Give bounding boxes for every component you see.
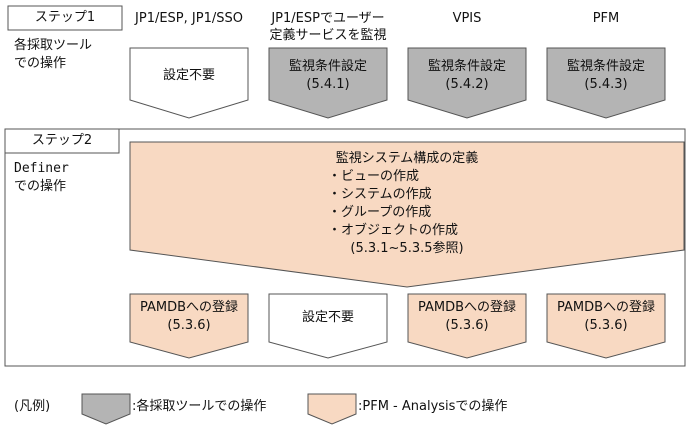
step1-label: ステップ1 xyxy=(34,10,96,25)
legend-collector-label: :各採取ツールでの操作 xyxy=(132,399,267,414)
definition-item-group: ・グループの作成 xyxy=(328,205,432,220)
step2-definition-box xyxy=(129,141,685,288)
step1-desc-line2: での操作 xyxy=(14,56,67,71)
step2-box-jp1esp-sso xyxy=(129,293,249,359)
step2-box-ref-vpis: (5.3.6) xyxy=(445,318,489,333)
legend-title: (凡例) xyxy=(14,399,51,414)
definition-title: 監視システム構成の定義 xyxy=(335,151,479,166)
step1-header-jp1esp-sso: JP1/ESP, JP1/SSO xyxy=(135,11,243,26)
step2-box-ref-jp1esp-sso: (5.3.6) xyxy=(167,318,211,333)
step2-frame xyxy=(4,128,686,367)
step1-desc-line1: 各採取ツール xyxy=(14,38,93,53)
step1-box-ref-user-service: (5.4.1) xyxy=(306,77,350,92)
legend-analysis-label: :PFM - Analysisでの操作 xyxy=(358,399,508,414)
step1-label-box xyxy=(7,5,123,31)
step1-header-pfm: PFM xyxy=(592,11,620,26)
step2-label: ステップ2 xyxy=(31,133,93,148)
step2-box-pfm xyxy=(546,293,666,359)
legend-analysis-swatch xyxy=(307,393,357,425)
step2-box-vpis xyxy=(407,293,527,359)
step2-box-text-jp1esp-sso: PAMDBへの登録 xyxy=(139,300,239,315)
step1-box-vpis xyxy=(407,47,527,119)
definition-ref: (5.3.1~5.3.5参照) xyxy=(350,241,464,256)
step1-box-user-service xyxy=(268,47,388,119)
step1-box-text-jp1esp-sso: 設定不要 xyxy=(162,68,215,83)
step1-box-jp1esp-sso xyxy=(129,47,249,119)
step2-box-user-service xyxy=(268,293,388,359)
step2-desc-line2: での操作 xyxy=(14,179,67,194)
definition-item-object: ・オブジェクトの作成 xyxy=(328,223,459,238)
step1-box-text-user-service: 監視条件設定 xyxy=(288,59,367,74)
step2-box-text-pfm: PAMDBへの登録 xyxy=(556,300,656,315)
legend-collector-swatch xyxy=(81,393,131,425)
step2-label-box xyxy=(4,128,120,154)
step2-desc-line1: Definer xyxy=(14,161,69,176)
step1-header-user-service-line1: JP1/ESPでユーザー xyxy=(271,11,385,26)
definition-item-view: ・ビューの作成 xyxy=(328,169,420,184)
step1-box-text-pfm: 監視条件設定 xyxy=(566,59,645,74)
step1-header-user-service-line2: 定義サービスを監視 xyxy=(269,28,387,43)
step2-box-text-vpis: PAMDBへの登録 xyxy=(417,300,517,315)
step1-box-pfm xyxy=(546,47,666,119)
step1-box-ref-pfm: (5.4.3) xyxy=(584,77,628,92)
step1-box-text-vpis: 監視条件設定 xyxy=(427,59,506,74)
step2-box-text-user-service: 設定不要 xyxy=(301,310,354,325)
step1-box-ref-vpis: (5.4.2) xyxy=(445,77,489,92)
step1-header-vpis: VPIS xyxy=(452,11,482,26)
step2-box-ref-pfm: (5.3.6) xyxy=(584,318,628,333)
definition-item-system: ・システムの作成 xyxy=(328,187,432,202)
